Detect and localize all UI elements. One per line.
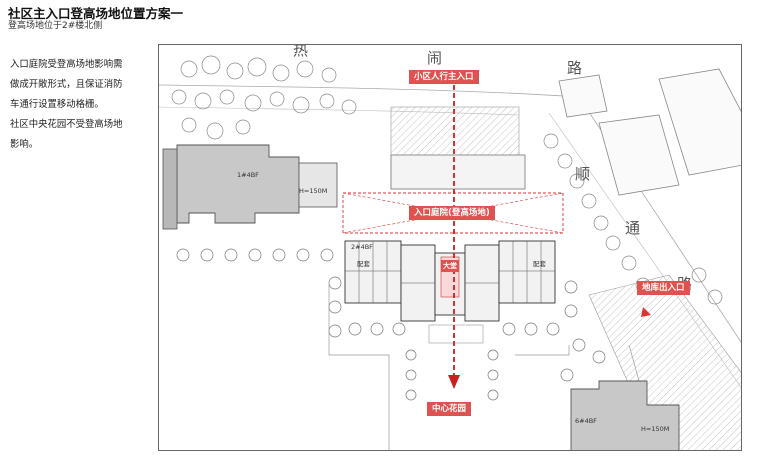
building-center-grid xyxy=(345,241,555,303)
tree-row xyxy=(176,248,606,401)
central-garden-tag: 中心花园 xyxy=(427,402,472,416)
building-left-podium xyxy=(298,162,338,208)
building-center-code: 2#4BF xyxy=(351,243,373,251)
road-edge xyxy=(159,84,580,98)
arrow-head-icon xyxy=(448,375,460,389)
description-line: 车通行设置移动格栅。 xyxy=(10,99,104,110)
road-label-char: 通 xyxy=(625,219,641,237)
canopy-structure xyxy=(390,154,526,190)
building-bottom xyxy=(570,380,680,450)
lobby-tag: 大堂 xyxy=(441,260,459,272)
entrance-courtyard-tag: 入口庭院(登高场地) xyxy=(409,206,495,220)
page-title: 社区主入口登高场地位置方案一 xyxy=(8,6,184,21)
description-line: 做成开敞形式，且保证消防 xyxy=(10,79,123,90)
tree-row xyxy=(543,133,723,305)
page-subtitle: 登高场地位于2#楼北侧 xyxy=(8,21,103,31)
main-entrance-tag: 小区人行主入口 xyxy=(409,70,479,84)
site-plan-drawing xyxy=(159,55,741,450)
description-line: 影响。 xyxy=(10,139,39,150)
building-left xyxy=(176,144,300,224)
peitao-right-label: 配套 xyxy=(533,260,546,268)
building-left-wing xyxy=(162,148,178,230)
road-label-char: 路 xyxy=(567,59,583,77)
description-text: 入口庭院受登高场地影响需 做成开敞形式，且保证消防 车通行设置移动格栅。 社区中… xyxy=(10,55,148,155)
building-left-code: 1#4BF xyxy=(237,171,259,179)
courtyard-zone xyxy=(342,192,564,234)
building-left-height: H=150M xyxy=(299,187,328,195)
road-label-char: 闹 xyxy=(427,49,443,67)
description-line: 社区中央花园不受登高场地 xyxy=(10,119,123,130)
peitao-left-label: 配套 xyxy=(357,260,370,268)
road-label-char: 热 xyxy=(293,44,309,59)
building-bottom-height: H=150M xyxy=(641,425,670,433)
description-line: 入口庭院受登高场地影响需 xyxy=(10,59,123,70)
road-label-char: 顺 xyxy=(575,165,591,183)
tree-row xyxy=(171,55,357,140)
building-outline xyxy=(558,68,741,196)
building-bottom-code: 6#4BF xyxy=(575,417,597,425)
garage-exit-tag: 地库出入口 xyxy=(637,281,690,295)
garage-exit-triangle-icon xyxy=(641,307,651,317)
garden-path xyxy=(428,324,484,344)
site-plan-map: 热 闹 路 顺 通 路 1#4BF H=150M 2#4BF 配套 配套 6#4… xyxy=(158,44,742,451)
